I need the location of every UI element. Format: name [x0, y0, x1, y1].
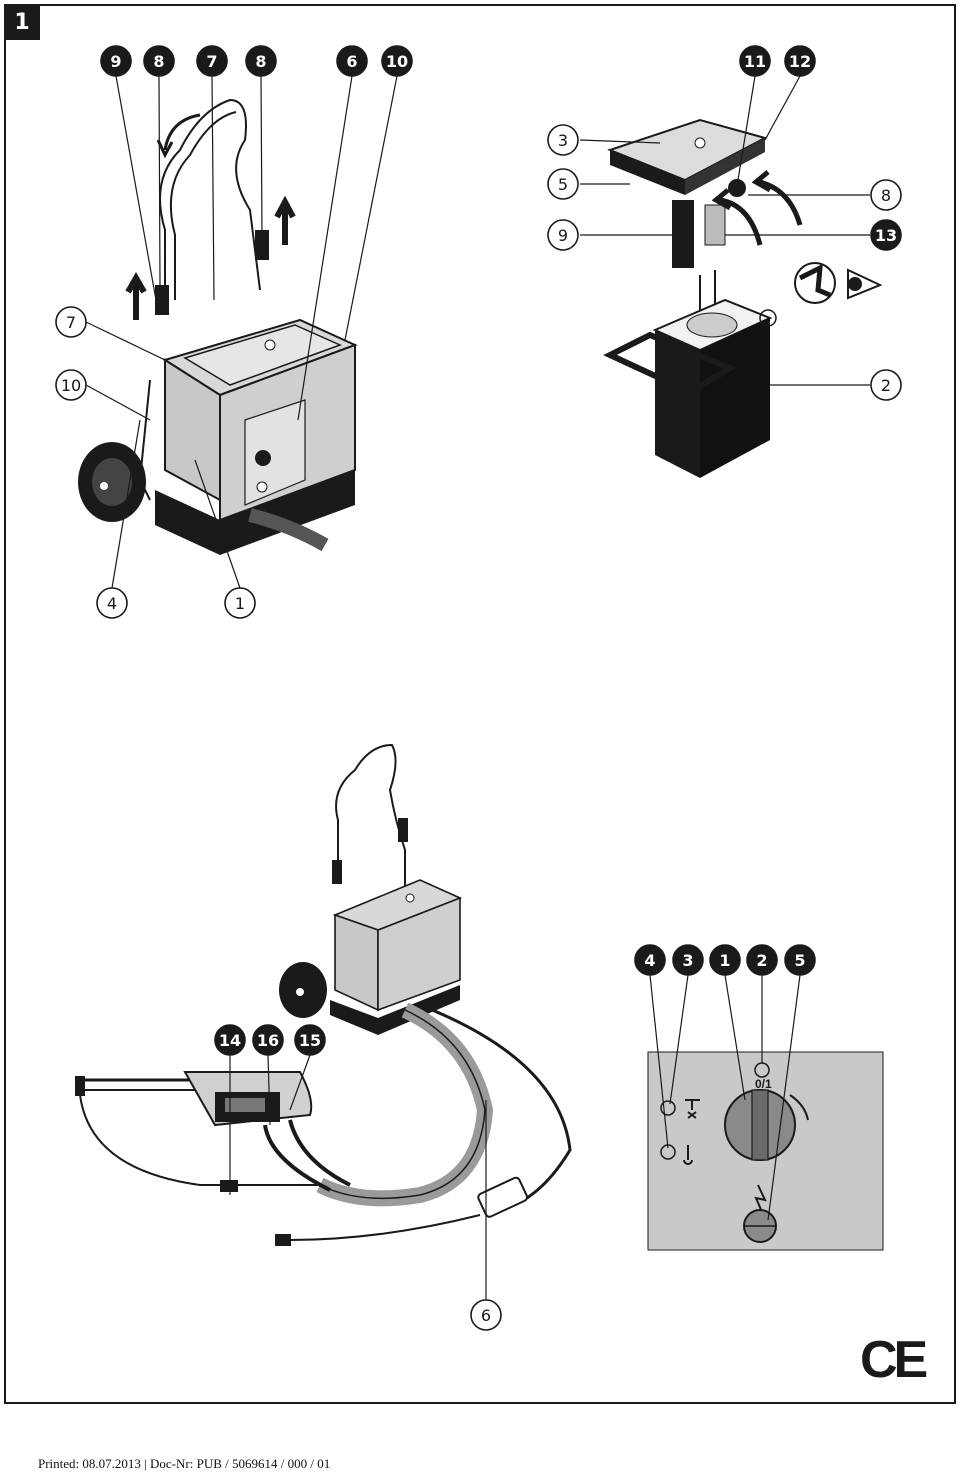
callout-tank-left-3: 3	[547, 124, 579, 156]
callout-number: 7	[66, 313, 76, 332]
callout-circle	[547, 168, 579, 200]
callout-unit-front-7: 7	[196, 45, 228, 77]
callout-unit-bottom-4: 4	[96, 587, 128, 619]
unit-with-drill-illustration	[75, 743, 572, 1246]
callout-drill-15: 15	[294, 1024, 326, 1056]
callout-unit-front-10: 10	[381, 45, 413, 77]
water-unit-illustration	[78, 98, 358, 555]
callout-number: 8	[881, 186, 891, 205]
callout-number: 16	[257, 1031, 279, 1050]
callout-circle	[739, 45, 771, 77]
callout-circle	[870, 219, 902, 251]
callout-unit-front-9: 9	[100, 45, 132, 77]
callout-circle	[784, 45, 816, 77]
callout-number: 5	[558, 175, 568, 194]
leader-lines-panel	[649, 974, 801, 1221]
print-footer: Printed: 08.07.2013 | Doc-Nr: PUB / 5069…	[38, 1456, 331, 1471]
callout-tank-right-8: 8	[870, 179, 902, 211]
callout-circle	[96, 587, 128, 619]
callout-number: 13	[875, 226, 897, 245]
callout-number: 2	[756, 951, 767, 970]
callout-hose-6: 6	[470, 1299, 502, 1331]
callout-circle	[55, 369, 87, 401]
callout-number: 4	[107, 594, 117, 613]
callout-number: 1	[719, 951, 730, 970]
leader-lines-unit	[85, 75, 398, 589]
callout-drill-16: 16	[252, 1024, 284, 1056]
callout-panel-2: 2	[746, 944, 778, 976]
callout-circle	[381, 45, 413, 77]
ce-mark: CE	[860, 1331, 928, 1389]
callout-panel-3: 3	[672, 944, 704, 976]
callout-circle	[100, 45, 132, 77]
callout-circle	[547, 219, 579, 251]
callout-tank-top-12: 12	[784, 45, 816, 77]
callout-unit-left-10: 10	[55, 369, 87, 401]
callout-number: 10	[386, 52, 408, 71]
callout-number: 1	[235, 594, 245, 613]
callout-circle	[709, 944, 741, 976]
callout-number: 8	[153, 52, 164, 71]
callout-number: 9	[558, 226, 568, 245]
callout-unit-front-8: 8	[245, 45, 277, 77]
callout-circle	[214, 1024, 246, 1056]
callout-circle	[336, 45, 368, 77]
callout-number: 6	[346, 52, 357, 71]
callout-circle	[672, 944, 704, 976]
callout-number: 5	[794, 951, 805, 970]
callout-panel-5: 5	[784, 944, 816, 976]
callout-number: 6	[481, 1306, 491, 1325]
callout-number: 3	[682, 951, 693, 970]
callout-number: 2	[881, 376, 891, 395]
callout-panel-1: 1	[709, 944, 741, 976]
figure-frame	[4, 4, 956, 1404]
callout-number: 15	[299, 1031, 321, 1050]
callout-circle	[470, 1299, 502, 1331]
callout-number: 3	[558, 131, 568, 150]
callout-panel-4: 4	[634, 944, 666, 976]
leader-lines-drill	[229, 1054, 487, 1300]
callout-unit-left-7: 7	[55, 306, 87, 338]
callout-circle	[784, 944, 816, 976]
callout-number: 10	[61, 376, 81, 395]
leader-lines-tank	[579, 75, 870, 386]
callout-tank-right-2: 2	[870, 369, 902, 401]
callout-circle	[55, 306, 87, 338]
callout-circle	[143, 45, 175, 77]
tank-illustration	[603, 118, 883, 478]
callout-number: 12	[789, 52, 811, 71]
callout-circle	[196, 45, 228, 77]
callout-circle	[634, 944, 666, 976]
callout-tank-left-9: 9	[547, 219, 579, 251]
callout-number: 14	[219, 1031, 241, 1050]
callout-circle	[294, 1024, 326, 1056]
callout-circle	[870, 179, 902, 211]
callout-number: 4	[644, 951, 655, 970]
callout-unit-front-6: 6	[336, 45, 368, 77]
callout-number: 8	[255, 52, 266, 71]
figure-number-badge: 1	[4, 4, 40, 40]
callout-unit-bottom-1: 1	[224, 587, 256, 619]
callout-number: 7	[206, 52, 217, 71]
callout-tank-top-11: 11	[739, 45, 771, 77]
callout-circle	[746, 944, 778, 976]
callout-tank-right-13: 13	[870, 219, 902, 251]
callout-circle	[547, 124, 579, 156]
callout-number: 9	[110, 52, 121, 71]
callout-circle	[245, 45, 277, 77]
callout-number: 11	[744, 52, 766, 71]
callout-circle	[224, 587, 256, 619]
callout-unit-front-8: 8	[143, 45, 175, 77]
callout-drill-14: 14	[214, 1024, 246, 1056]
callout-tank-left-5: 5	[547, 168, 579, 200]
switch-label: 0/1	[755, 1077, 772, 1091]
callout-circle	[252, 1024, 284, 1056]
callout-circle	[870, 369, 902, 401]
